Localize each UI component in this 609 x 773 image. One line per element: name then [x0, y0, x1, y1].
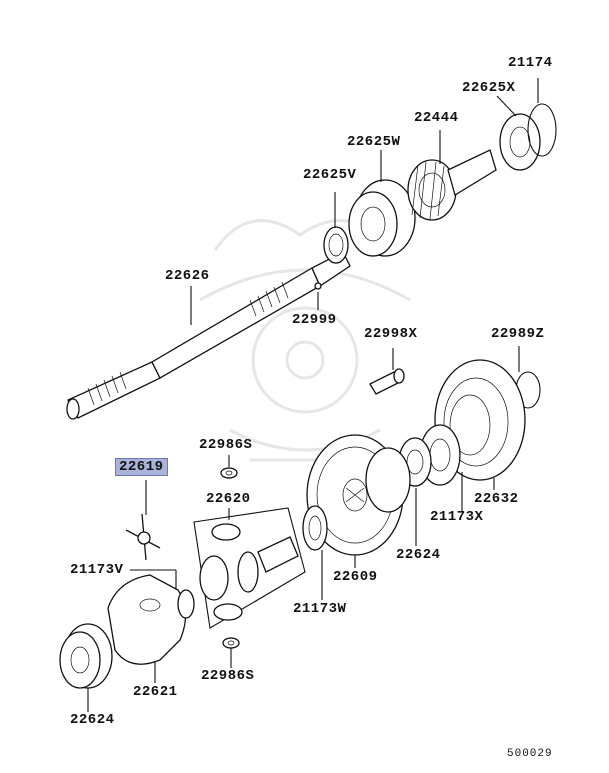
part-label-22632[interactable]: 22632 [474, 491, 519, 507]
part-label-22626[interactable]: 22626 [165, 268, 210, 284]
spider-pin-22619[interactable] [125, 513, 161, 561]
part-label-22998X[interactable]: 22998X [364, 326, 418, 342]
part-label-21173X[interactable]: 21173X [430, 509, 484, 525]
washer-21173W[interactable] [302, 505, 328, 551]
washer-22986S-top[interactable] [220, 467, 238, 479]
part-label-21173V[interactable]: 21173V [70, 562, 124, 578]
part-label-22986S-top[interactable]: 22986S [199, 437, 253, 453]
part-label-21173W[interactable]: 21173W [293, 601, 347, 617]
bearing-22624-left[interactable] [59, 623, 113, 689]
washer-22986S-bottom[interactable] [222, 637, 240, 649]
ball-22999[interactable] [314, 282, 322, 290]
part-label-21174[interactable]: 21174 [508, 55, 553, 71]
part-label-22625W[interactable]: 22625W [347, 134, 401, 150]
snap-ring-21174[interactable] [527, 103, 557, 157]
part-label-22624-right[interactable]: 22624 [396, 547, 441, 563]
part-label-22444[interactable]: 22444 [414, 110, 459, 126]
leader-lines [87, 78, 539, 712]
needle-bearing-22625V[interactable] [323, 226, 349, 264]
part-label-22625V[interactable]: 22625V [303, 167, 357, 183]
gear-shaft-22444[interactable] [407, 149, 497, 221]
diagram-code: 500029 [507, 748, 553, 760]
diff-gear-set-22620[interactable] [193, 507, 306, 629]
bolt-22998X[interactable] [369, 368, 405, 395]
part-label-22621[interactable]: 22621 [133, 684, 178, 700]
part-label-22999[interactable]: 22999 [292, 312, 337, 328]
part-label-22625X[interactable]: 22625X [462, 80, 516, 96]
gear-22609[interactable] [306, 434, 411, 556]
ball-bearing-22625W[interactable] [348, 179, 416, 257]
part-label-22620[interactable]: 22620 [206, 491, 251, 507]
part-label-22986S-bottom[interactable]: 22986S [201, 668, 255, 684]
part-label-22989Z[interactable]: 22989Z [491, 326, 545, 342]
part-label-22624-left[interactable]: 22624 [70, 712, 115, 728]
part-label-22609[interactable]: 22609 [333, 569, 378, 585]
bearing-22625X[interactable] [499, 113, 541, 171]
part-label-22619-highlighted[interactable]: 22619 [115, 458, 168, 476]
diff-case-22621[interactable] [107, 574, 195, 665]
